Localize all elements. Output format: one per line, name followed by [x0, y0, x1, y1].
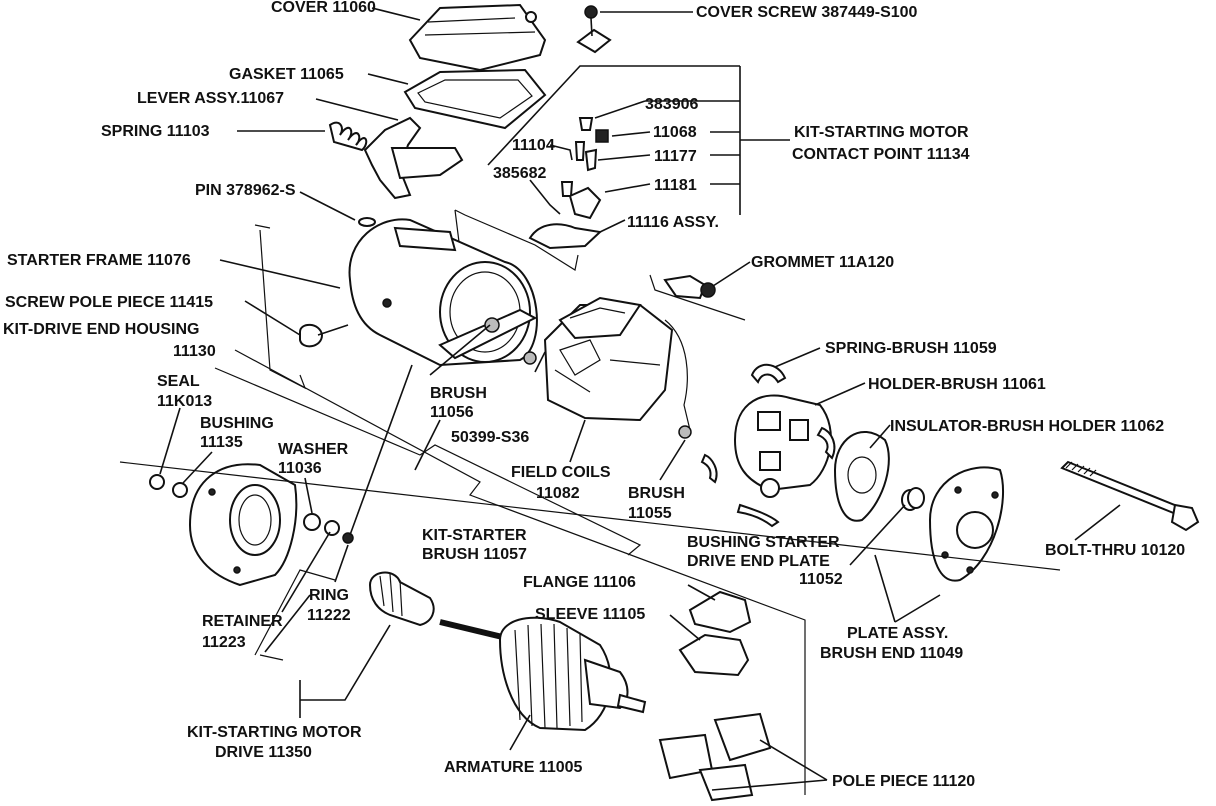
label-brush-11055-1: BRUSH — [628, 485, 685, 502]
label-bushing-2: 11135 — [200, 434, 243, 451]
armature-part — [439, 616, 647, 732]
gasket-part — [403, 68, 547, 130]
label-pole-piece: POLE PIECE 11120 — [832, 773, 975, 790]
leader-lines — [159, 7, 1121, 791]
holder-brush-part — [733, 394, 832, 498]
bushing-part — [901, 487, 925, 511]
label-lever: LEVER ASSY.11067 — [137, 90, 284, 107]
label-kit-contact-1: KIT-STARTING MOTOR — [794, 124, 969, 141]
label-50399: 50399-S36 — [451, 429, 529, 446]
kit-drive-end-housing-bracket — [234, 349, 806, 795]
label-11181: 11181 — [654, 177, 697, 194]
flange-part — [688, 590, 752, 634]
label-retainer-2: 11223 — [202, 634, 246, 651]
label-spring-brush: SPRING-BRUSH 11059 — [825, 340, 997, 357]
label-brush-11056-2: 11056 — [430, 404, 474, 421]
label-cover: COVER 11060 — [271, 0, 376, 16]
label-bushing-starter-3: 11052 — [799, 571, 843, 588]
label-gasket: GASKET 11065 — [229, 66, 344, 83]
label-kit-drive-2: DRIVE 11350 — [215, 744, 312, 761]
drive-end-housing-part — [188, 463, 298, 587]
grommet-part — [663, 274, 716, 300]
label-ring-1: RING — [309, 587, 349, 604]
lever-part — [363, 116, 464, 200]
axis-line — [119, 461, 1061, 571]
labels: COVER 11060 COVER SCREW 387449-S100 GASK… — [3, 0, 1185, 790]
label-seal-2: 11K013 — [157, 393, 212, 410]
label-washer-2: 11036 — [278, 460, 322, 477]
screw-pole-piece-part — [299, 323, 349, 348]
label-383906: 383906 — [645, 96, 698, 113]
label-385682: 385682 — [493, 165, 546, 182]
retainer-part — [324, 520, 340, 536]
label-kit-starter-brush-1: KIT-STARTER — [422, 527, 527, 544]
screw-50399-part — [523, 351, 537, 365]
label-starter-frame: STARTER FRAME 11076 — [7, 252, 191, 269]
label-field-coils-1: FIELD COILS — [511, 464, 611, 481]
label-brush-11056-1: BRUSH — [430, 385, 487, 402]
cover-part — [408, 3, 547, 72]
label-brush-11055-2: 11055 — [628, 505, 672, 522]
label-bushing-starter-2: DRIVE END PLATE — [687, 553, 830, 570]
contact-point-parts — [528, 117, 609, 250]
label-11177: 11177 — [654, 148, 697, 165]
label-grommet: GROMMET 11A120 — [751, 254, 894, 271]
washer-part — [303, 513, 321, 531]
field-coils-part — [543, 296, 692, 439]
ring-part — [342, 532, 354, 544]
frame-outline — [254, 224, 307, 390]
label-kit-drive-housing-1: KIT-DRIVE END HOUSING — [3, 321, 199, 338]
label-cover-screw: COVER SCREW 387449-S100 — [696, 4, 918, 21]
sleeve-part — [678, 633, 750, 677]
label-11116: 11116 ASSY. — [627, 214, 719, 231]
pin-part — [358, 217, 376, 227]
kit-starter-brush-bracket — [214, 367, 642, 556]
label-bushing-starter-1: BUSHING STARTER — [687, 534, 840, 551]
brush-end-plate-part — [928, 466, 1004, 582]
label-washer-1: WASHER — [278, 441, 349, 458]
label-11068: 11068 — [653, 124, 697, 141]
label-spring-11103: SPRING 11103 — [101, 123, 210, 140]
label-kit-drive-1: KIT-STARTING MOTOR — [187, 724, 362, 741]
label-holder-brush: HOLDER-BRUSH 11061 — [868, 376, 1046, 393]
label-kit-contact-2: CONTACT POINT 11134 — [792, 146, 970, 163]
spring-part — [328, 121, 368, 152]
label-kit-drive-housing-2: 11130 — [173, 343, 216, 360]
label-flange: FLANGE 11106 — [523, 574, 636, 591]
label-plate-assy-1: PLATE ASSY. — [847, 625, 948, 642]
label-seal-1: SEAL — [157, 373, 200, 390]
label-ring-2: 11222 — [307, 607, 351, 624]
cover-screw-part — [576, 5, 612, 54]
label-insulator: INSULATOR-BRUSH HOLDER 11062 — [890, 418, 1164, 435]
label-pin: PIN 378962-S — [195, 182, 296, 199]
label-armature: ARMATURE 11005 — [444, 759, 583, 776]
label-retainer-1: RETAINER — [202, 613, 283, 630]
seal-part — [149, 474, 165, 490]
starter-frame-part — [348, 218, 538, 367]
bushing-11135-part — [172, 482, 188, 498]
spring-brush-part — [750, 363, 787, 384]
label-screw-pole: SCREW POLE PIECE 11415 — [5, 294, 213, 311]
label-plate-assy-2: BRUSH END 11049 — [820, 645, 963, 662]
through-bolt-part — [1060, 460, 1200, 532]
starter-drive-part — [368, 571, 435, 627]
brush-clips-part — [700, 426, 836, 528]
label-field-coils-2: 11082 — [536, 485, 580, 502]
label-bushing-1: BUSHING — [200, 415, 274, 432]
kit-drive-bracket — [254, 569, 336, 661]
pole-piece-part — [658, 712, 772, 802]
label-11104: 11104 — [512, 137, 555, 154]
label-kit-starter-brush-2: BRUSH 11057 — [422, 546, 527, 563]
label-bolt-thru: BOLT-THRU 10120 — [1045, 542, 1185, 559]
grommet-outline — [649, 274, 746, 321]
label-sleeve: SLEEVE 11105 — [535, 606, 645, 623]
insulator-part — [833, 430, 890, 522]
